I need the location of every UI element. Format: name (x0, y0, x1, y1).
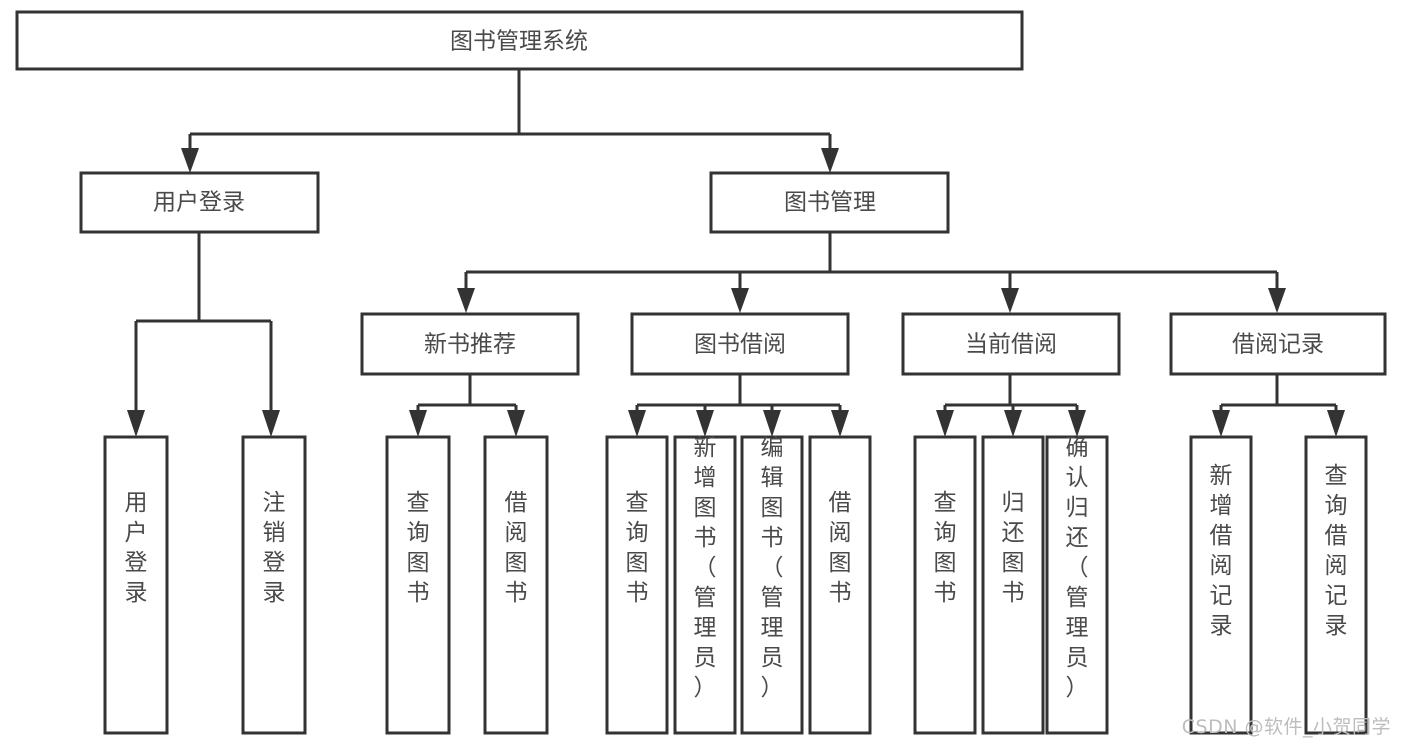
node-book-manage[interactable]: 图书管理 (709, 171, 950, 234)
leaf-logout-label: 注销登录 (263, 490, 286, 606)
leaf-bb-query-book[interactable]: 查询图书 (605, 435, 669, 735)
leaf-bb-add-book[interactable]: 新增图书（管理员） (673, 435, 737, 735)
arrow-leaf-bb-edit-book (763, 410, 781, 437)
leaf-bb-borrow-book-label: 借阅图书 (829, 490, 852, 606)
leaf-cb-return-book[interactable]: 归还图书 (981, 435, 1045, 735)
leaf-br-query-record[interactable]: 查询借阅记录 (1304, 435, 1368, 735)
leaf-cb-confirm-return[interactable]: 确认归还（管理员） (1045, 435, 1109, 735)
arrow-leaf-br-query-record (1327, 410, 1345, 437)
node-borrow-record[interactable]: 借阅记录 (1169, 312, 1387, 376)
leaf-br-add-record-label: 新增借阅记录 (1210, 463, 1233, 639)
leaf-logout-box[interactable] (241, 435, 307, 735)
node-current-borrow[interactable]: 当前借阅 (901, 312, 1121, 376)
leaf-bb-query-book-label: 查询图书 (626, 490, 649, 606)
leaf-cb-query-book-label: 查询图书 (934, 490, 957, 606)
leaf-bb-edit-book-box[interactable] (740, 435, 804, 735)
leaf-nb-query-book[interactable]: 查询图书 (385, 435, 451, 735)
node-book-manage-box[interactable] (709, 171, 950, 234)
leaf-cb-return-book-box[interactable] (981, 435, 1045, 735)
arrow-borrow-record (1268, 288, 1286, 313)
arrow-leaf-bb-borrow-book (831, 410, 849, 437)
leaf-cb-confirm-return-box[interactable] (1045, 435, 1109, 735)
node-current-borrow-box[interactable] (901, 312, 1121, 376)
arrow-leaf-cb-confirm-return (1068, 410, 1086, 437)
leaf-bb-borrow-book-box[interactable] (808, 435, 872, 735)
node-book-manage-label: 图书管理 (784, 190, 876, 216)
leaf-nb-borrow-book-label: 借阅图书 (505, 490, 528, 606)
arrow-book-borrow (731, 288, 749, 313)
leaf-cb-query-book[interactable]: 查询图书 (913, 435, 977, 735)
leaf-bb-edit-book[interactable]: 编辑图书（管理员） (740, 435, 804, 735)
leaf-br-query-record-box[interactable] (1304, 435, 1368, 735)
leaf-bb-add-book-label: 新增图书（管理员） (694, 435, 717, 701)
leaf-nb-borrow-book[interactable]: 借阅图书 (483, 435, 549, 735)
leaf-user-login-label: 用户登录 (125, 490, 148, 606)
arrow-leaf-nb-query-book (409, 410, 427, 437)
leaf-bb-add-book-box[interactable] (673, 435, 737, 735)
arrow-user-login (181, 148, 199, 173)
arrow-leaf-cb-return-book (1004, 410, 1022, 437)
node-borrow-record-box[interactable] (1169, 312, 1387, 376)
node-new-book-recommend-label: 新书推荐 (424, 332, 516, 358)
arrow-leaf-logout (262, 410, 280, 437)
arrow-new-book (457, 288, 475, 313)
arrow-leaf-user-login (127, 410, 145, 437)
node-root-label: 图书管理系统 (450, 29, 588, 55)
node-user-login-box[interactable] (79, 171, 320, 234)
node-book-borrow-label: 图书借阅 (694, 332, 786, 358)
arrow-leaf-br-add-record (1212, 410, 1230, 437)
leaf-cb-query-book-box[interactable] (913, 435, 977, 735)
leaf-bb-edit-book-label: 编辑图书（管理员） (761, 435, 784, 701)
node-book-borrow[interactable]: 图书借阅 (630, 312, 850, 376)
leaf-bb-borrow-book[interactable]: 借阅图书 (808, 435, 872, 735)
node-root-system[interactable]: 图书管理系统 (15, 10, 1024, 71)
arrow-leaf-bb-add-book (696, 410, 714, 437)
leaf-cb-confirm-return-label: 确认归还（管理员） (1066, 435, 1089, 701)
leaf-user-login-box[interactable] (103, 435, 169, 735)
node-new-book-recommend[interactable]: 新书推荐 (360, 312, 580, 376)
node-user-login-label: 用户登录 (153, 190, 245, 216)
node-user-login[interactable]: 用户登录 (79, 171, 320, 234)
leaf-nb-query-book-box[interactable] (385, 435, 451, 735)
arrow-book-manage (821, 148, 839, 173)
leaf-bb-query-book-box[interactable] (605, 435, 669, 735)
node-new-book-recommend-box[interactable] (360, 312, 580, 376)
leaf-br-add-record[interactable]: 新增借阅记录 (1189, 435, 1253, 735)
node-root-box[interactable] (15, 10, 1024, 71)
node-current-borrow-label: 当前借阅 (965, 332, 1057, 358)
leaf-nb-query-book-label: 查询图书 (407, 490, 430, 606)
arrow-leaf-bb-query-book (628, 410, 646, 437)
leaf-cb-return-book-label: 归还图书 (1002, 490, 1025, 606)
arrow-leaf-nb-borrow-book (507, 410, 525, 437)
node-book-borrow-box[interactable] (630, 312, 850, 376)
connector-layer (127, 69, 1345, 437)
arrow-leaf-cb-query-book (936, 410, 954, 437)
node-borrow-record-label: 借阅记录 (1232, 332, 1324, 358)
leaf-user-login[interactable]: 用户登录 (103, 435, 169, 735)
arrow-current-borrow (1001, 288, 1019, 313)
leaf-br-query-record-label: 查询借阅记录 (1325, 463, 1348, 639)
leaf-br-add-record-box[interactable] (1189, 435, 1253, 735)
leaf-nb-borrow-book-box[interactable] (483, 435, 549, 735)
leaf-logout[interactable]: 注销登录 (241, 435, 307, 735)
